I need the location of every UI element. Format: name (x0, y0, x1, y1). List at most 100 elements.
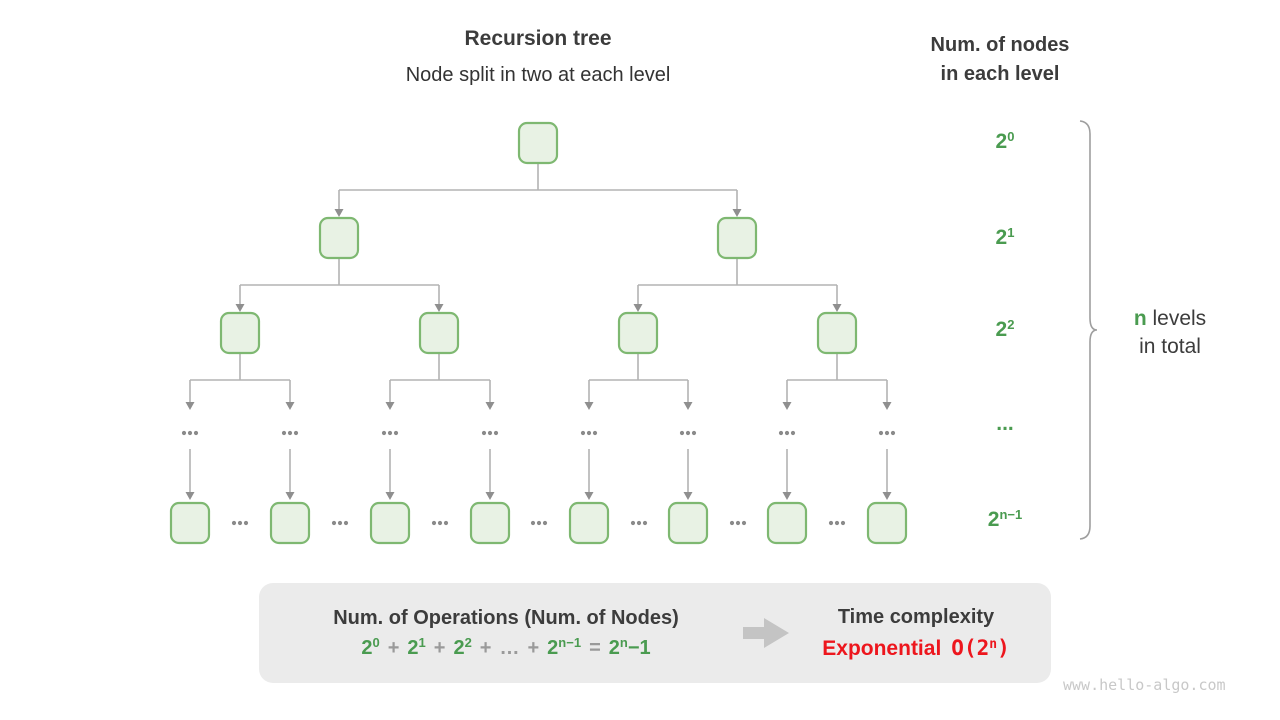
complexity-word: Exponential (822, 636, 942, 660)
total-levels-n: n (1133, 307, 1147, 330)
ellipsis-icon (729, 520, 735, 526)
ellipsis-icon (281, 430, 287, 436)
ellipsis-icon (592, 430, 598, 436)
arrowhead-icon (285, 402, 295, 410)
arrowhead-icon (882, 402, 892, 410)
tree-node (219, 311, 261, 355)
ellipsis-icon (293, 430, 299, 436)
arrowhead-icon (633, 304, 643, 312)
arrowhead-icon (782, 402, 792, 410)
total-levels-word: levels (1152, 307, 1207, 330)
ellipsis-icon (231, 520, 237, 526)
arrowhead-icon (334, 209, 344, 217)
formula-token: … (499, 636, 520, 659)
diagram-subtitle: Node split in two at each level (405, 64, 671, 86)
arrowhead-icon (235, 304, 245, 312)
level-count-label: 2n−1 (987, 507, 1023, 531)
formula-token: + (479, 636, 492, 659)
ellipsis-icon (437, 520, 443, 526)
arrowhead-icon (782, 492, 792, 500)
tree-node (318, 216, 360, 260)
ellipsis-icon (685, 430, 691, 436)
nodes-per-level-line2: in each level (940, 63, 1060, 85)
arrowhead-icon (185, 402, 195, 410)
tree-node (369, 501, 411, 545)
formula-token: 22 (453, 634, 472, 659)
arrowhead-icon (832, 304, 842, 312)
formula-token: 21 (407, 634, 426, 659)
operations-count-title: Num. of Operations (Num. of Nodes) (333, 606, 679, 629)
ellipsis-icon (890, 430, 896, 436)
formula-token: = (589, 636, 601, 659)
total-levels-line2: in total (1139, 335, 1201, 358)
ellipsis-icon (636, 520, 642, 526)
ellipsis-icon (343, 520, 349, 526)
formula-token: + (433, 636, 446, 659)
ellipsis-icon (181, 430, 187, 436)
ellipsis-icon (381, 430, 387, 436)
ellipsis-icon (393, 430, 399, 436)
big-o-notation: O(2n) (951, 635, 1010, 660)
diagram-title: Recursion tree (464, 27, 612, 50)
operations-summary: Num. of Operations (Num. of Nodes) 20 +21… (259, 583, 753, 683)
ellipsis-icon (493, 430, 499, 436)
ellipsis-icon (443, 520, 449, 526)
tree-node (568, 501, 610, 545)
watermark: www.hello-algo.com (1063, 676, 1226, 694)
ellipsis-icon (536, 520, 542, 526)
ellipsis-icon (790, 430, 796, 436)
formula-token: 2n−1 (608, 634, 651, 659)
arrowhead-icon (185, 492, 195, 500)
tree-node (517, 121, 559, 165)
arrowhead-icon (485, 402, 495, 410)
nodes-per-level-line1: Num. of nodes (930, 34, 1070, 56)
ellipsis-icon (586, 430, 592, 436)
ellipsis-icon (630, 520, 636, 526)
tree-node (269, 501, 311, 545)
tree-node (667, 501, 709, 545)
formula-token: 20 (361, 634, 380, 659)
ellipsis-icon (187, 430, 193, 436)
level-count-label: ... (996, 412, 1014, 435)
level-count-label: 22 (995, 317, 1015, 341)
ellipsis-icon (741, 520, 747, 526)
arrowhead-icon (683, 492, 693, 500)
nodes-per-level-heading: Num. of nodes in each level (893, 31, 1107, 89)
summary-box: Num. of Operations (Num. of Nodes) 20 +21… (259, 583, 1051, 683)
arrowhead-icon (882, 492, 892, 500)
ellipsis-icon (237, 520, 243, 526)
ellipsis-icon (778, 430, 784, 436)
tree-node (866, 501, 908, 545)
ellipsis-icon (884, 430, 890, 436)
ellipsis-icon (735, 520, 741, 526)
level-count-label: 21 (995, 225, 1015, 249)
total-levels-note: n levels in total (1102, 305, 1238, 361)
arrowhead-icon (584, 402, 594, 410)
tree-node (169, 501, 211, 545)
arrowhead-icon (485, 492, 495, 500)
arrowhead-icon (732, 209, 742, 217)
tree-node (418, 311, 460, 355)
formula-token: 2n−1 (547, 634, 582, 659)
arrowhead-icon (683, 402, 693, 410)
ellipsis-icon (642, 520, 648, 526)
arrowhead-icon (434, 304, 444, 312)
ellipsis-icon (287, 430, 293, 436)
ellipsis-icon (679, 430, 685, 436)
arrowhead-icon (385, 402, 395, 410)
ellipsis-icon (337, 520, 343, 526)
ellipsis-icon (878, 430, 884, 436)
ellipsis-icon (691, 430, 697, 436)
tree-node (766, 501, 808, 545)
ellipsis-icon (784, 430, 790, 436)
ellipsis-icon (530, 520, 536, 526)
ellipsis-icon (580, 430, 586, 436)
level-count-label: 20 (995, 129, 1015, 153)
ellipsis-icon (331, 520, 337, 526)
formula-token: + (387, 636, 400, 659)
operations-sum-formula: 20+21+22+…+2n−1=2n−1 (259, 634, 753, 660)
time-complexity-value: Exponential O(2n) (794, 636, 1038, 661)
tree-node (816, 311, 858, 355)
